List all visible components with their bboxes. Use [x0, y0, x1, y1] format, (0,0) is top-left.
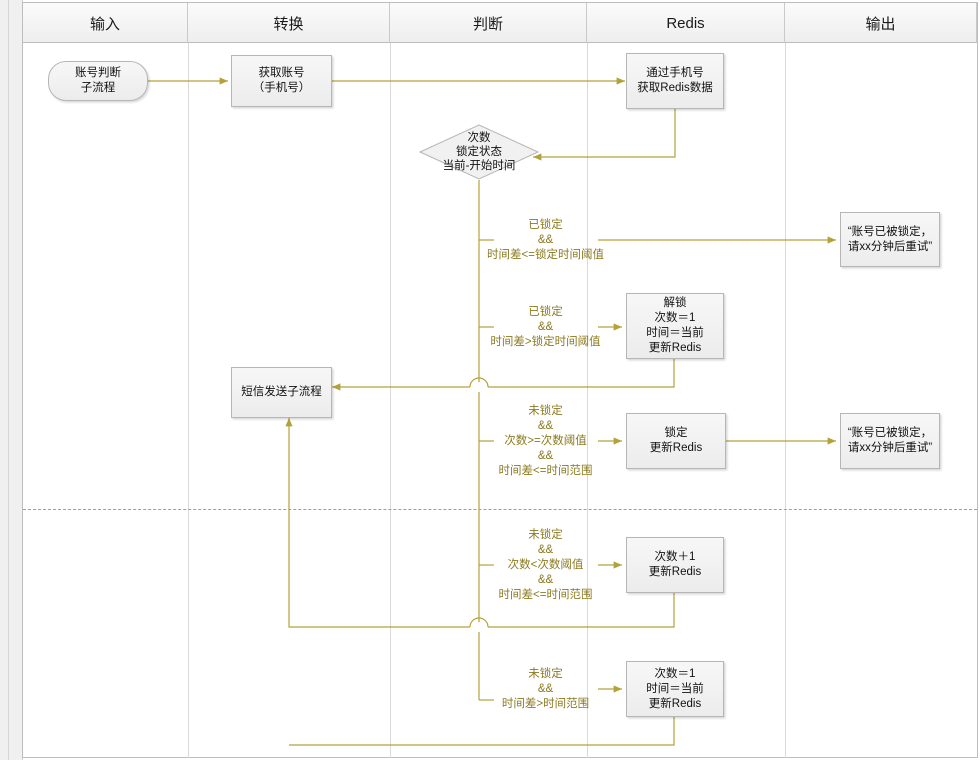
node-label: 次数＋1 更新Redis [648, 551, 702, 578]
node-label: 次数＝1 时间＝当前 更新Redis [646, 667, 704, 710]
node-label: 解锁 次数＝1 时间＝当前 更新Redis [646, 297, 704, 354]
lane-label: 判断 [472, 15, 503, 33]
edge-label-condition-4: 未锁定 && 次数<次数阈值 && 时间差<=时间范围 [498, 529, 593, 601]
edge-count-plus-to-sms-part2 [285, 418, 470, 628]
node-label: 获取账号 （手机号） [252, 67, 311, 94]
phase-split-line [23, 509, 977, 510]
node-output-locked-message-1[interactable]: “账号已被锁定， 请xx分钟后重试” [840, 212, 940, 267]
edge-get-redis-to-decision [533, 109, 676, 161]
edge-label-condition-5: 未锁定 && 时间差>时间范围 [501, 668, 590, 710]
lane-header-redis: Redis [587, 3, 785, 43]
line-jump-upper [469, 377, 489, 388]
node-sms-send-subprocess[interactable]: 短信发送子流程 [231, 367, 332, 418]
node-label: 短信发送子流程 [241, 386, 322, 398]
lane-header-decision: 判断 [390, 3, 587, 43]
pool-frame [22, 2, 978, 758]
lane-label: 输入 [89, 15, 120, 33]
node-label: 通过手机号 获取Redis数据 [637, 67, 713, 94]
edge-count-plus-to-sms-part1 [488, 593, 675, 628]
lane-divider-4 [785, 43, 786, 758]
lane-label: 输出 [865, 15, 896, 33]
lane-header-input: 输入 [23, 3, 188, 43]
node-get-redis-data[interactable]: 通过手机号 获取Redis数据 [626, 53, 724, 109]
lane-divider-1 [188, 43, 189, 758]
line-jump-lower [469, 617, 489, 628]
node-get-account[interactable]: 获取账号 （手机号） [231, 55, 332, 107]
node-label: 账号判断 子流程 [75, 67, 121, 94]
node-label: “账号已被锁定， 请xx分钟后重试” [847, 427, 933, 454]
diamond-shape [419, 124, 539, 180]
lane-header-row [23, 3, 977, 43]
node-unlock-reset[interactable]: 解锁 次数＝1 时间＝当前 更新Redis [626, 293, 724, 359]
lane-divider-2 [390, 43, 391, 758]
edge-count-reset-to-riser [289, 717, 675, 746]
edge-label-condition-3: 未锁定 && 次数>=次数阈值 && 时间差<=时间范围 [498, 405, 593, 477]
node-count-increment[interactable]: 次数＋1 更新Redis [626, 537, 724, 593]
lane-header-output: 输出 [785, 3, 977, 43]
lane-label: 转换 [273, 15, 304, 33]
node-count-reset[interactable]: 次数＝1 时间＝当前 更新Redis [626, 661, 724, 717]
node-output-locked-message-2[interactable]: “账号已被锁定， 请xx分钟后重试” [840, 413, 940, 469]
node-label: 次数 锁定状态 当前-开始时间 [442, 132, 516, 172]
node-label: “账号已被锁定， 请xx分钟后重试” [847, 225, 933, 253]
edge-unlock-to-sms-part1 [488, 359, 675, 388]
edge-label-condition-2: 已锁定 && 时间差>锁定时间阈值 [490, 306, 601, 348]
edge-label-condition-1: 已锁定 && 时间差<=锁定时间阈值 [487, 219, 604, 261]
node-start-account-check[interactable]: 账号判断 子流程 [48, 61, 148, 101]
lane-divider-3 [587, 43, 588, 758]
lane-label: Redis [666, 14, 705, 32]
node-decision-count-lock-time[interactable]: 次数 锁定状态 当前-开始时间 [419, 124, 539, 180]
node-lock-update-redis[interactable]: 锁定 更新Redis [626, 413, 726, 469]
lane-header-transform: 转换 [188, 3, 390, 43]
node-label: 锁定 更新Redis [649, 427, 703, 454]
gutter-rule [8, 0, 9, 760]
